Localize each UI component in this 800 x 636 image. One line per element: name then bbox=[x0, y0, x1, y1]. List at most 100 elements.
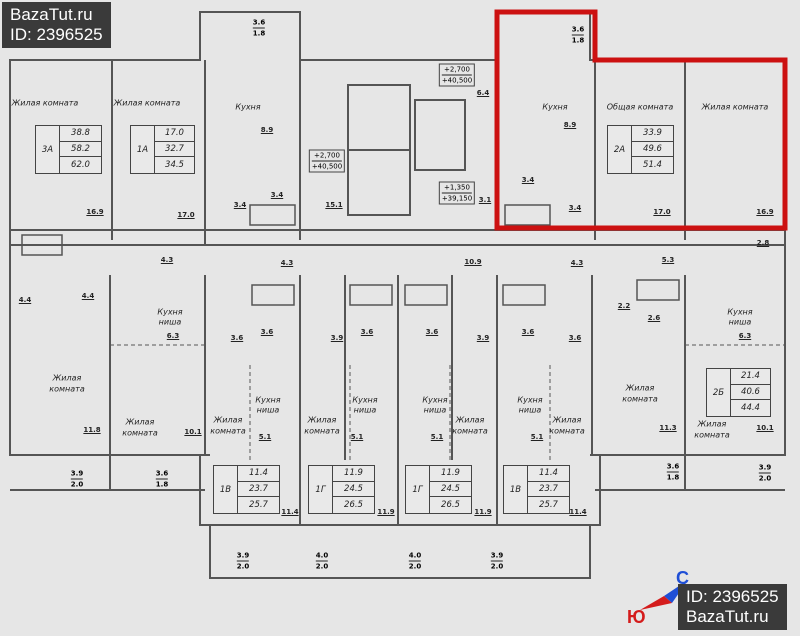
balcony-area-top: 3.9 bbox=[236, 551, 250, 562]
highlighted-apartment-outline bbox=[494, 9, 788, 231]
area-value: 3.6 bbox=[360, 328, 374, 336]
area-value: 3.4 bbox=[568, 204, 582, 212]
area-value: 11.4 bbox=[281, 508, 299, 516]
apartment-code: 1В bbox=[214, 466, 238, 513]
area-value: 8.9 bbox=[260, 126, 274, 134]
total-area: 25.7 bbox=[249, 500, 268, 511]
balcony-area-bottom: 2.0 bbox=[408, 562, 422, 571]
living-area: 11.9 bbox=[333, 466, 374, 482]
apartment-table-1v: 1В 11.4 23.7 25.7 bbox=[503, 465, 570, 514]
area-value: 4.3 bbox=[160, 256, 174, 264]
room-label: комната bbox=[694, 430, 730, 440]
room-label: комната bbox=[622, 394, 658, 404]
balcony-area-bottom: 2.0 bbox=[315, 562, 329, 571]
usable-area: 24.5 bbox=[333, 482, 374, 498]
total-area: 62.0 bbox=[71, 160, 90, 171]
balcony-area-top: 3.6 bbox=[252, 18, 266, 29]
room-label: Общая комната bbox=[606, 102, 674, 112]
room-label: ниша bbox=[518, 405, 542, 415]
room-label: Кухня bbox=[255, 395, 281, 405]
apartment-code: 1В bbox=[504, 466, 528, 513]
room-label: ниша bbox=[728, 317, 752, 327]
living-area: 33.9 bbox=[632, 126, 673, 142]
area-value: 17.0 bbox=[653, 208, 671, 216]
level-mark: +1,350+39,150 bbox=[438, 181, 476, 205]
room-label: комната bbox=[210, 426, 246, 436]
room-label: Кухня bbox=[542, 102, 568, 112]
balcony-area-bottom: 1.8 bbox=[666, 473, 680, 482]
area-value: 4.4 bbox=[18, 296, 32, 304]
apartment-code: 2Б bbox=[707, 369, 731, 416]
room-label: Кухня bbox=[727, 307, 753, 317]
area-value: 10.1 bbox=[756, 424, 774, 432]
apartment-table-2b: 2Б 21.4 40.6 44.4 bbox=[706, 368, 771, 417]
compass-north: С bbox=[676, 568, 689, 588]
area-value: 4.3 bbox=[280, 259, 294, 267]
room-label: ниша bbox=[158, 317, 182, 327]
room-label: комната bbox=[122, 428, 158, 438]
area-value: 3.6 bbox=[568, 334, 582, 342]
balcony-area-top: 3.9 bbox=[758, 463, 772, 474]
balcony-area-bottom: 2.0 bbox=[490, 562, 504, 571]
room-label: Жилая bbox=[307, 415, 337, 425]
area-value: 3.9 bbox=[330, 334, 344, 342]
room-label: Жилая комната bbox=[113, 98, 181, 108]
area-value: 3.6 bbox=[260, 328, 274, 336]
area-value: 11.9 bbox=[474, 508, 492, 516]
level-value: +39,150 bbox=[441, 194, 473, 203]
watermark-bottom: ID: 2396525 BazaTut.ru bbox=[678, 584, 787, 630]
usable-area: 32.7 bbox=[155, 142, 194, 158]
area-value: 3.4 bbox=[521, 176, 535, 184]
room-label: Жилая bbox=[455, 415, 485, 425]
area-value: 11.9 bbox=[377, 508, 395, 516]
room-label: Жилая bbox=[552, 415, 582, 425]
apartment-table-2a: 2А 33.9 49.6 51.4 bbox=[607, 125, 674, 174]
area-value: 6.3 bbox=[166, 332, 180, 340]
area-value: 3.4 bbox=[270, 191, 284, 199]
apartment-code: 3А bbox=[36, 126, 60, 173]
watermark-id: ID: 2396525 bbox=[10, 25, 103, 44]
balcony-area-bottom: 2.0 bbox=[236, 562, 250, 571]
balcony-area-bottom: 1.8 bbox=[571, 36, 585, 45]
total-area: 34.5 bbox=[165, 160, 184, 171]
area-value: 15.1 bbox=[325, 201, 343, 209]
room-label: комната bbox=[452, 426, 488, 436]
room-label: комната bbox=[49, 384, 85, 394]
balcony-area-bottom: 1.8 bbox=[155, 480, 169, 489]
area-value: 10.1 bbox=[184, 428, 202, 436]
area-value: 6.4 bbox=[476, 89, 490, 97]
usable-area: 23.7 bbox=[238, 482, 279, 498]
balcony-area-top: 3.6 bbox=[155, 469, 169, 480]
living-area: 38.8 bbox=[60, 126, 101, 142]
level-value: +40,500 bbox=[441, 76, 473, 85]
apartment-code: 1Г bbox=[406, 466, 430, 513]
area-value: 6.3 bbox=[738, 332, 752, 340]
area-value: 2.2 bbox=[617, 302, 631, 310]
room-label: Кухня bbox=[157, 307, 183, 317]
room-label: Жилая bbox=[125, 417, 155, 427]
room-label: Кухня bbox=[422, 395, 448, 405]
usable-area: 40.6 bbox=[731, 385, 770, 401]
balcony-area-top: 4.0 bbox=[315, 551, 329, 562]
area-value: 5.1 bbox=[430, 433, 444, 441]
area-value: 11.8 bbox=[83, 426, 101, 434]
living-area: 11.4 bbox=[528, 466, 569, 482]
room-label: ниша bbox=[353, 405, 377, 415]
level-mark: +2,700+40,500 bbox=[308, 149, 346, 173]
usable-area: 49.6 bbox=[632, 142, 673, 158]
usable-area: 23.7 bbox=[528, 482, 569, 498]
area-value: 4.3 bbox=[570, 259, 584, 267]
area-value: 11.4 bbox=[569, 508, 587, 516]
usable-area: 24.5 bbox=[430, 482, 471, 498]
apartment-code: 2А bbox=[608, 126, 632, 173]
room-label: Кухня bbox=[352, 395, 378, 405]
